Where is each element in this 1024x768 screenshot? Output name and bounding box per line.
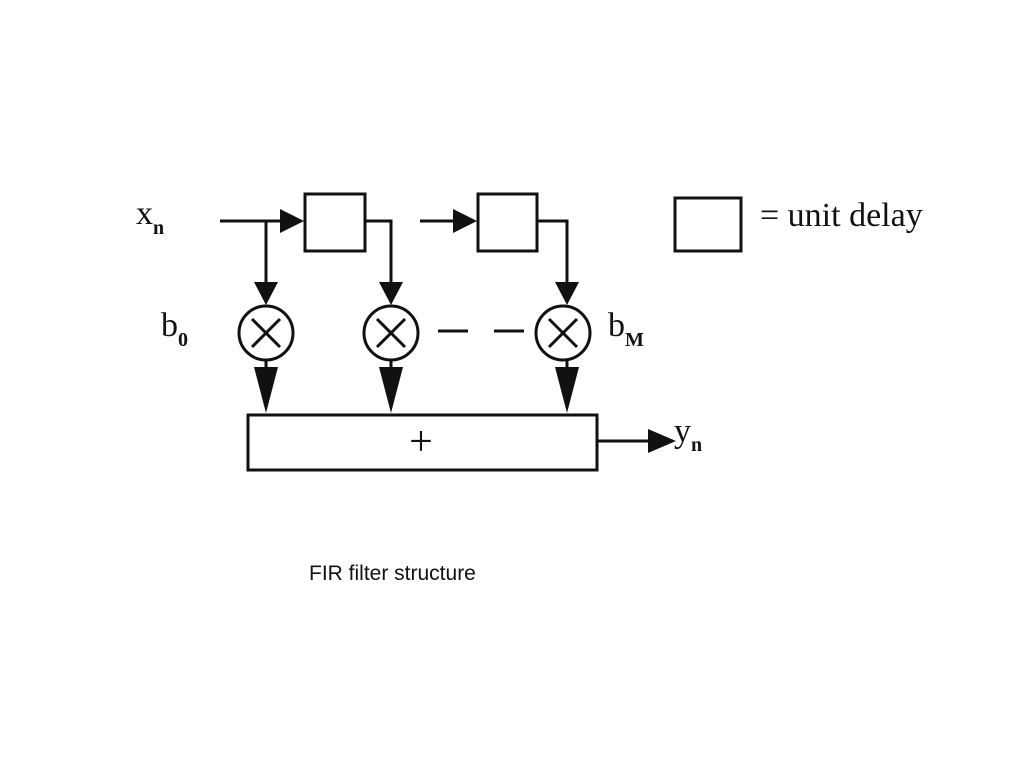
multiplier-0 xyxy=(237,304,295,362)
tap-m-line xyxy=(537,219,569,288)
input-arrowhead xyxy=(280,209,304,233)
multiplier-m xyxy=(534,304,592,362)
multiplier-1 xyxy=(362,304,420,362)
input-label: xn xyxy=(136,195,164,239)
mult-m-output-arrowhead xyxy=(555,367,579,413)
first-coeff-base: b xyxy=(161,307,178,344)
input-label-sub: n xyxy=(153,217,164,239)
adder-box xyxy=(246,413,599,472)
output-label-sub: n xyxy=(691,434,702,456)
caption: FIR filter structure xyxy=(309,562,476,585)
input-label-base: x xyxy=(136,195,153,232)
tap-1-arrowhead xyxy=(379,282,403,305)
output-label-base: y xyxy=(674,413,691,450)
output-arrowhead xyxy=(648,429,676,453)
delay-box-2 xyxy=(476,192,539,253)
output-label: yn xyxy=(674,413,702,456)
last-coeff-label: bM xyxy=(608,307,644,351)
legend-delay-box xyxy=(673,196,743,253)
last-coeff-base: b xyxy=(608,307,625,344)
tap-m-arrowhead xyxy=(555,282,579,305)
tap-1-line xyxy=(365,219,393,288)
delay-2-input-arrowhead xyxy=(453,209,477,233)
delay-box-1 xyxy=(303,192,367,253)
adder-symbol: + xyxy=(409,419,433,465)
legend-text: = unit delay xyxy=(760,197,923,234)
mult-0-output-arrowhead xyxy=(254,367,278,413)
tap-0-arrowhead xyxy=(254,282,278,305)
first-coeff-sub: 0 xyxy=(178,329,188,351)
mult-1-output-arrowhead xyxy=(379,367,403,413)
last-coeff-sub: M xyxy=(625,329,644,351)
first-coeff-label: b0 xyxy=(161,307,188,351)
